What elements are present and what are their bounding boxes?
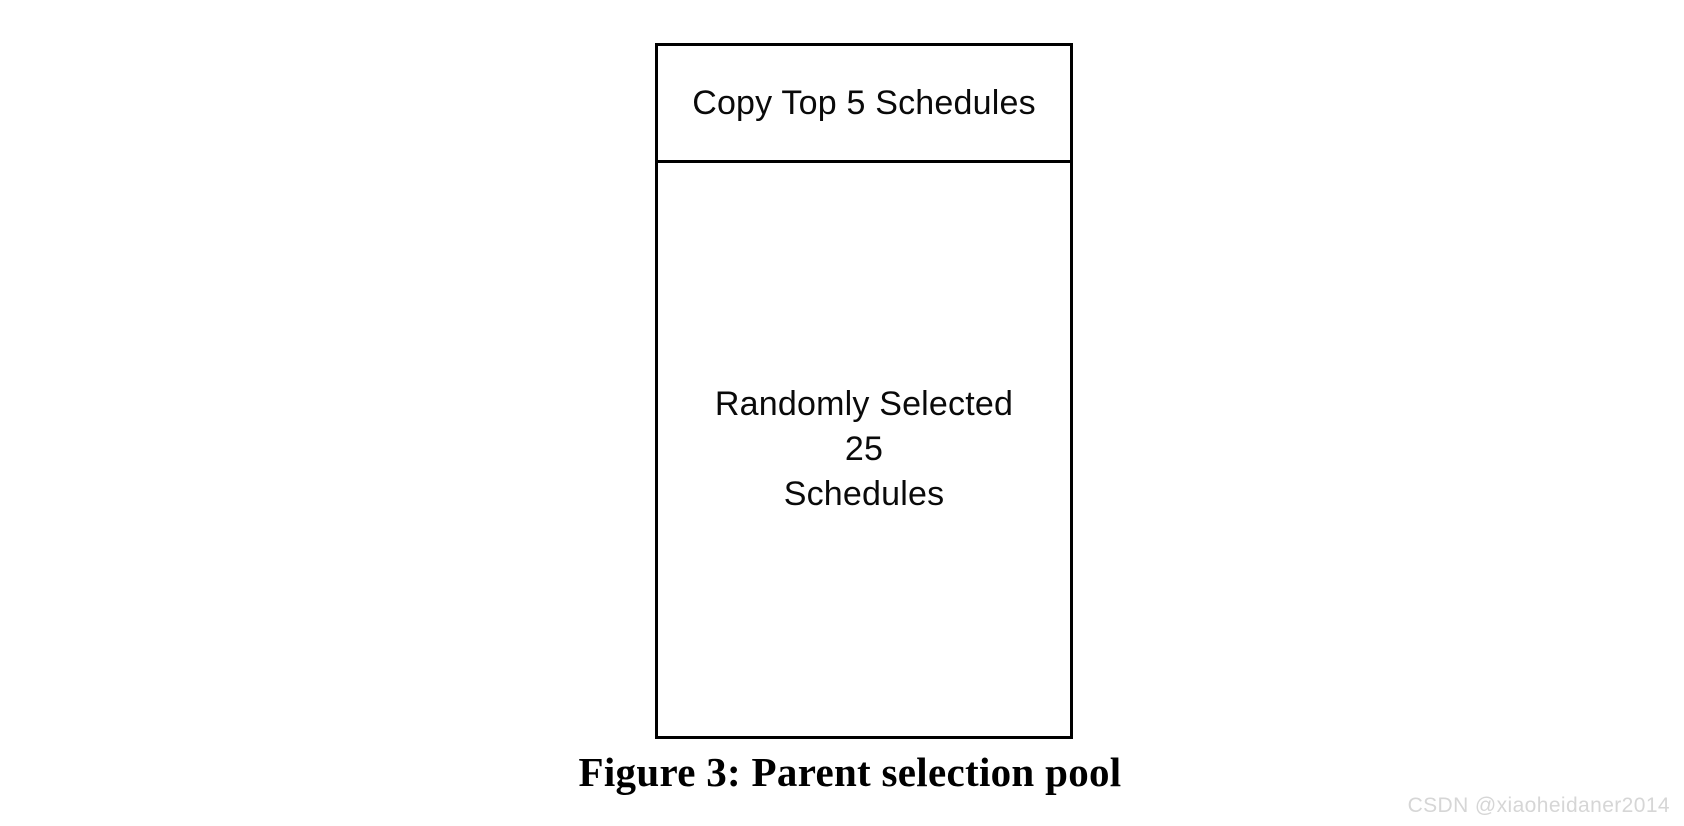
pool-section-random-schedules: Randomly Selected 25 Schedules bbox=[658, 163, 1070, 736]
pool-section-random-label-line1: Randomly Selected 25 bbox=[714, 384, 1014, 468]
pool-section-random-label-line2: Schedules bbox=[783, 475, 945, 514]
pool-section-top-schedules: Copy Top 5 Schedules bbox=[658, 46, 1070, 163]
figure-caption-text: Figure 3: Parent selection pool bbox=[578, 749, 1122, 795]
pool-section-random-label: Randomly Selected 25 Schedules bbox=[699, 382, 1029, 518]
pool-section-top-label: Copy Top 5 Schedules bbox=[692, 83, 1036, 122]
parent-selection-pool-box: Copy Top 5 Schedules Randomly Selected 2… bbox=[655, 43, 1073, 739]
figure-caption: Figure 3: Parent selection pool bbox=[0, 748, 1684, 796]
watermark: CSDN @xiaoheidaner2014 bbox=[1407, 794, 1670, 817]
